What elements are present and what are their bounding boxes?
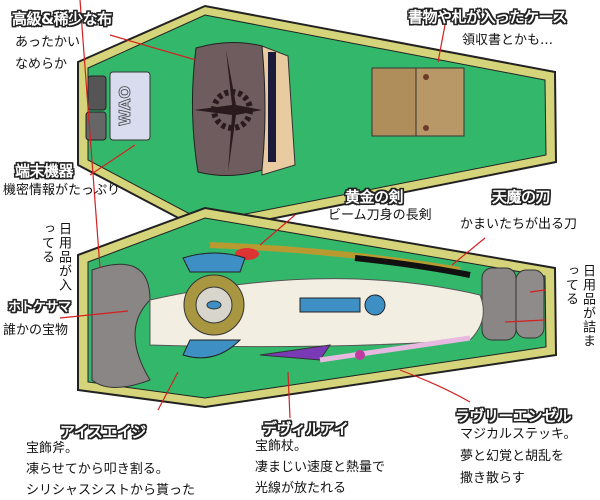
- demon-blade-title: 天魔の刀: [492, 188, 551, 206]
- case-title: 書物や札が入ったケース: [408, 8, 567, 26]
- fabric-desc-1: あったかい: [15, 35, 81, 50]
- device-desc: 機密情報がたっぷり: [3, 183, 121, 198]
- lovely-angel-title: ラヴリーエンゼル: [455, 407, 572, 425]
- upper-coffin: WAO: [77, 4, 558, 234]
- document-case: [371, 67, 465, 137]
- device: WAO: [85, 71, 151, 141]
- ice-age-title: アイスエイジ: [60, 423, 146, 441]
- devil-eye-title: デヴィルアイ: [262, 420, 349, 438]
- hotokesama-title: ホトケサマ: [8, 300, 71, 315]
- supplies-left-label: 日用品が入ってる: [39, 222, 71, 292]
- lower-coffin: [77, 206, 558, 409]
- hotokesama-desc: 誰かの宝物: [3, 323, 69, 338]
- fabric-title: 高級&稀少な布: [12, 10, 112, 28]
- device-title: 端末機器: [15, 162, 74, 180]
- ice-age-desc-2: 凍らせてから叩き割る。: [26, 462, 169, 477]
- case-desc: 領収書とかも…: [462, 33, 554, 48]
- devil-eye-desc-1: 宝飾杖。: [255, 439, 308, 454]
- golden-sword-desc: ビーム刀身の長剣: [328, 208, 432, 223]
- lovely-angel-desc-3: 撒き散らす: [460, 471, 525, 486]
- devil-eye-desc-3: 光線が放たれる: [255, 481, 347, 496]
- fabric: [191, 41, 296, 177]
- leader-lines: [59, 0, 546, 419]
- lovely-angel-desc-2: 夢と幻覚と胡乱を: [460, 449, 565, 464]
- demon-blade-desc: かまいたちが出る刀: [460, 217, 578, 232]
- supplies-right-label: 日用品が詰まってる: [563, 264, 595, 348]
- golden-sword-title: 黄金の剣: [345, 188, 404, 206]
- ice-age-desc-1: 宝飾斧。: [26, 441, 79, 456]
- device-logo: WAO: [116, 86, 134, 126]
- fabric-desc-2: なめらか: [15, 57, 68, 72]
- ice-age-desc-3: シリシャスシストから貰った: [26, 483, 196, 498]
- lovely-angel-desc-1: マジカルステッキ。: [460, 427, 577, 442]
- devil-eye-desc-2: 凄まじい速度と熱量で: [255, 460, 386, 475]
